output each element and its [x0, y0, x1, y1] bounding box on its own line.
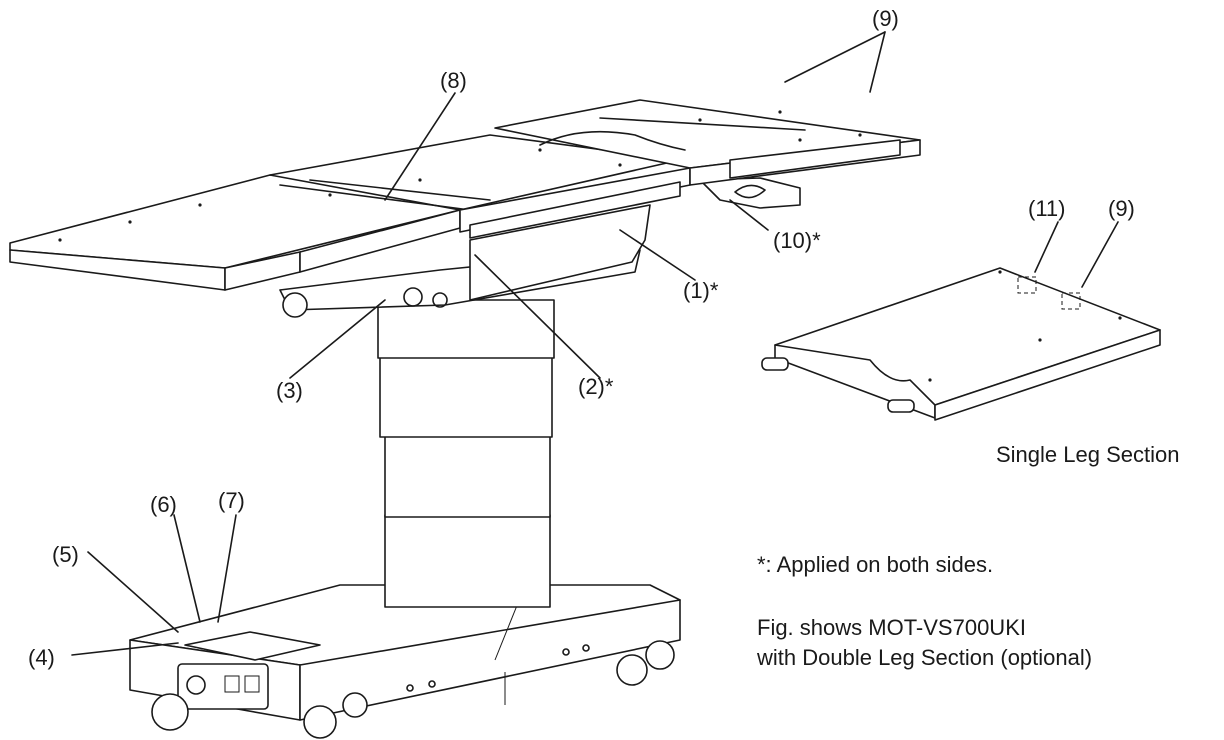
- callout-7: (7): [218, 488, 245, 513]
- main-tabletop: [9, 99, 921, 301]
- single-leg-section: [761, 267, 1161, 421]
- single-leg-caption: Single Leg Section: [996, 442, 1179, 467]
- callout-9-single: (9): [1108, 196, 1135, 221]
- callout-10: (10)*: [773, 228, 821, 253]
- table-column: [377, 299, 555, 608]
- callout-8: (8): [440, 68, 467, 93]
- leader-lines: [71, 31, 1119, 656]
- callout-2: (2)*: [578, 374, 614, 399]
- callout-4: (4): [28, 645, 55, 670]
- callout-6: (6): [150, 492, 177, 517]
- figure-caption-line1: Fig. shows MOT-VS700UKI: [757, 615, 1026, 640]
- figure-caption-line2: with Double Leg Section (optional): [756, 645, 1092, 670]
- table-base: [129, 584, 681, 739]
- callout-11: (11): [1028, 196, 1066, 221]
- callout-3: (3): [276, 378, 303, 403]
- callout-5: (5): [52, 542, 79, 567]
- callout-9-main: (9): [872, 6, 899, 31]
- callout-1: (1)*: [683, 278, 719, 303]
- applied-note: *: Applied on both sides.: [757, 552, 993, 577]
